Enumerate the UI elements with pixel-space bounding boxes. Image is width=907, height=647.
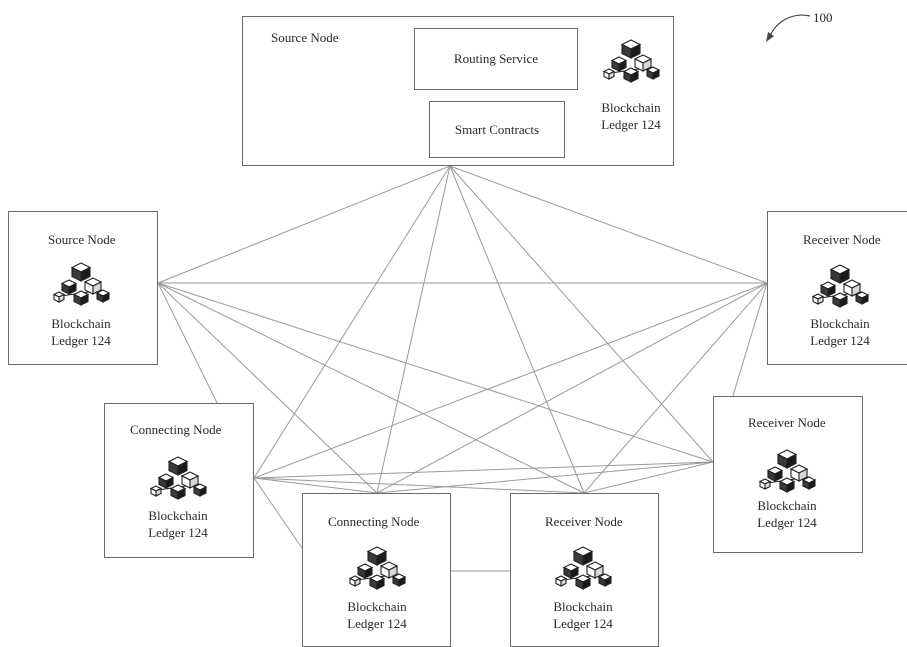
blockchain-ledger-label: Blockchain Ledger 124 <box>757 497 817 531</box>
blockchain-cubes-icon <box>348 546 407 590</box>
smart-contracts-box: Smart Contracts <box>429 101 565 158</box>
node-title: Receiver Node <box>748 415 826 430</box>
source-node-main: Source Node Routing Service Smart Contra… <box>242 16 674 166</box>
node-title: Receiver Node <box>803 232 881 247</box>
connection-line <box>253 165 451 479</box>
connection-line <box>157 282 378 494</box>
blockchain-ledger-label: Blockchain Ledger 124 <box>553 598 613 632</box>
node-title: Connecting Node <box>328 514 420 529</box>
blockchain-ledger-label: Blockchain Ledger 124 <box>148 507 208 541</box>
blockchain-cubes-icon <box>602 39 661 83</box>
connection-line <box>157 282 585 494</box>
connection-line <box>376 282 768 494</box>
receiver-node-right-top: Receiver Node Blockchain Ledger 124 <box>767 211 907 365</box>
source-node-left: Source Node Blockchain Ledger 124 <box>8 211 158 365</box>
connection-line <box>157 165 451 284</box>
ledger-label-line1: Blockchain <box>601 100 661 115</box>
blockchain-ledger-label: Blockchain Ledger 124 <box>601 99 661 133</box>
connection-line <box>253 477 585 494</box>
receiver-node-right-middle: Receiver Node Blockchain Ledger 124 <box>713 396 863 553</box>
reference-arrow-icon <box>766 14 811 42</box>
ledger-label-line2: Ledger 124 <box>810 333 870 348</box>
connection-line <box>449 165 714 463</box>
connection-line <box>253 477 378 494</box>
source-node-main-title: Source Node <box>271 30 339 45</box>
connection-line <box>253 461 714 479</box>
connecting-node-left: Connecting Node Blockchain Ledger 124 <box>104 403 254 558</box>
blockchain-ledger-label: Blockchain Ledger 124 <box>347 598 407 632</box>
routing-service-box: Routing Service <box>414 28 578 90</box>
ledger-label-line1: Blockchain <box>757 498 817 513</box>
connection-line <box>583 282 768 494</box>
connecting-node-bottom: Connecting Node Blockchain Ledger 124 <box>302 493 451 647</box>
connection-line <box>253 477 303 549</box>
blockchain-cubes-icon <box>554 546 613 590</box>
ledger-label-line2: Ledger 124 <box>757 515 817 530</box>
ledger-label-line1: Blockchain <box>347 599 407 614</box>
blockchain-ledger-label: Blockchain Ledger 124 <box>810 315 870 349</box>
ledger-label-line2: Ledger 124 <box>553 616 613 631</box>
receiver-node-bottom: Receiver Node Blockchain Ledger 124 <box>510 493 659 647</box>
ledger-label-line1: Blockchain <box>553 599 613 614</box>
connection-line <box>449 165 768 284</box>
connection-line <box>449 165 585 494</box>
ledger-label-line2: Ledger 124 <box>148 525 208 540</box>
blockchain-ledger-label: Blockchain Ledger 124 <box>51 315 111 349</box>
blockchain-cubes-icon <box>52 262 111 306</box>
node-title: Source Node <box>48 232 116 247</box>
ledger-label-line2: Ledger 124 <box>347 616 407 631</box>
blockchain-cubes-icon <box>149 456 208 500</box>
ledger-label-line2: Ledger 124 <box>601 117 661 132</box>
connection-line <box>157 282 714 463</box>
figure-reference-number: 100 <box>813 10 833 25</box>
connection-line <box>583 461 714 494</box>
ledger-label-line2: Ledger 124 <box>51 333 111 348</box>
connection-line <box>253 282 768 479</box>
node-title: Receiver Node <box>545 514 623 529</box>
ledger-label-line1: Blockchain <box>148 508 208 523</box>
connection-line <box>376 165 451 494</box>
blockchain-cubes-icon <box>811 264 870 308</box>
node-title: Connecting Node <box>130 422 222 437</box>
connection-line <box>376 461 714 494</box>
ledger-label-line1: Blockchain <box>51 316 111 331</box>
ledger-label-line1: Blockchain <box>810 316 870 331</box>
blockchain-cubes-icon <box>758 449 817 493</box>
